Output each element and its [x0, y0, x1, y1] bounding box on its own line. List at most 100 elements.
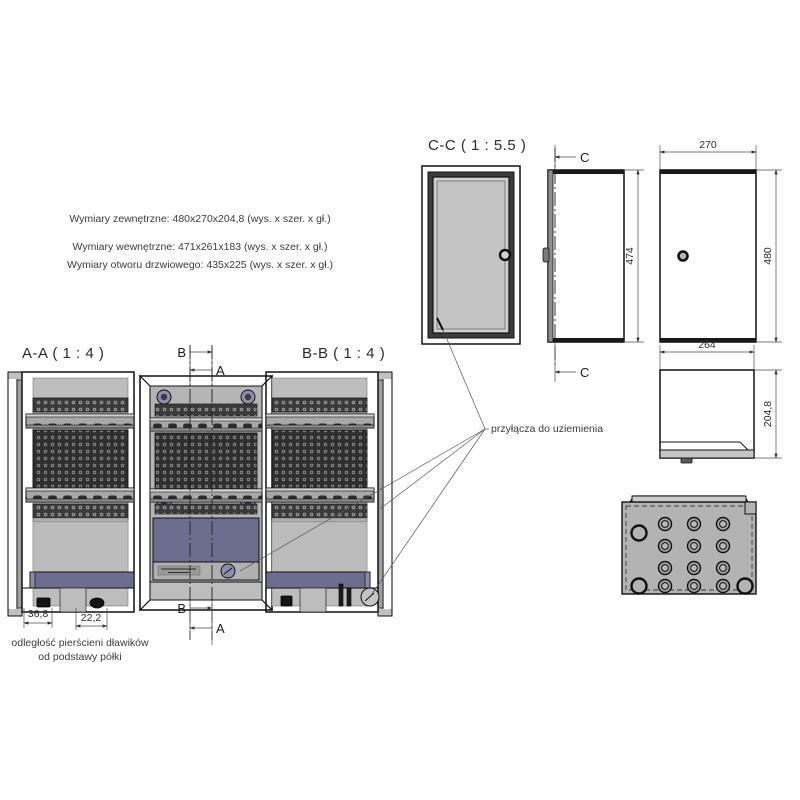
gland-hole — [657, 516, 673, 532]
aa-perforation-lower — [32, 503, 129, 519]
marker-b-top-label: B — [177, 345, 186, 360]
bottom-elevation-step — [660, 441, 754, 451]
bottom-elevation-foot — [680, 457, 693, 464]
aa-din-rail-lower — [25, 487, 135, 503]
aa-gland-ring-2 — [89, 597, 105, 609]
view-front-elevation: 270 480 — [659, 139, 782, 343]
front-shelf-panel — [152, 517, 260, 563]
gland-hole — [686, 516, 702, 532]
side-hinge-tab — [542, 247, 550, 263]
gland-hole — [715, 578, 731, 594]
dim-front-width: 270 — [659, 139, 757, 170]
aa-din-rail-upper — [25, 413, 135, 429]
cc-lock-hole — [498, 248, 512, 262]
bottom-elevation-flange — [659, 449, 755, 459]
section-bb-title: B-B ( 1 : 4 ) — [302, 345, 385, 362]
front-nameplate-strip — [152, 561, 260, 581]
front-perforation-top — [154, 403, 258, 417]
gland-caption-line-1: odległość pierścieni dławików — [11, 637, 149, 649]
front-bevel-bottom — [138, 599, 274, 611]
dim-bottom-depth: 204,8 — [754, 369, 782, 459]
front-din-rail-upper — [149, 417, 263, 432]
cc-earth-tab — [436, 317, 444, 331]
dim-gland-offset-2: 22,2 — [75, 608, 108, 630]
view-bottom-elevation: 264 204,8 — [659, 339, 782, 464]
side-body — [547, 169, 625, 343]
view-side: C C 474 — [542, 145, 644, 382]
gland-hole-large — [736, 577, 754, 595]
marker-b-bottom-label: B — [177, 601, 186, 616]
bb-perforation-upper — [271, 397, 368, 413]
gland-hole — [715, 538, 731, 554]
marker-b-bottom: B — [177, 600, 213, 640]
bb-gland-ring-1 — [280, 595, 293, 607]
specification-notes: Wymiary zewnętrzne: 480x270x204,8 (wys. … — [67, 213, 333, 271]
dim-bottom-width-label: 264 — [698, 339, 716, 351]
aa-mounting-plate — [32, 429, 129, 489]
bb-din-rail-lower — [265, 487, 375, 503]
view-section-aa: A-A ( 1 : 4 ) — [7, 345, 149, 663]
view-section-cc: C-C ( 1 : 5.5 ) — [421, 137, 526, 345]
marker-a-bottom: A — [189, 600, 225, 645]
bb-base-recess — [299, 587, 327, 613]
cc-door-panel — [436, 180, 506, 330]
aa-gland-ring-1 — [36, 597, 51, 608]
front-din-rail-lower — [149, 488, 263, 503]
dim-gland-offset-2-label: 22,2 — [81, 612, 102, 624]
bb-mounting-plate — [271, 429, 368, 489]
gland-hole — [657, 560, 673, 576]
front-elevation-lock — [677, 250, 689, 262]
section-aa-title: A-A ( 1 : 4 ) — [22, 345, 104, 362]
bb-perforation-lower — [271, 503, 368, 519]
gland-hole-large — [630, 577, 648, 595]
bb-shelf — [265, 571, 371, 589]
section-cc-title: C-C ( 1 : 5.5 ) — [428, 137, 526, 154]
front-perforation-bottom — [154, 503, 258, 515]
dim-front-width-label: 270 — [699, 139, 717, 151]
gland-hole-large — [630, 524, 648, 542]
bb-din-rail-upper — [265, 413, 375, 429]
spec-line-internal: Wymiary wewnętrzne: 471x261x183 (wys. x … — [73, 241, 328, 253]
bb-door-leaf — [377, 371, 393, 617]
marker-a-top-label: A — [216, 363, 225, 378]
earth-annotation: przyłącza do uziemienia — [239, 329, 603, 595]
dim-bottom-depth-label: 204,8 — [762, 401, 774, 427]
view-front-interior: B A — [138, 345, 274, 645]
marker-b-top: B — [177, 345, 213, 385]
view-section-bb: B-B ( 1 : 4 ) — [265, 345, 393, 617]
gland-caption-line-2: od podstawy półki — [38, 651, 121, 663]
gland-plate-holes — [630, 516, 754, 595]
marker-a-bottom-label: A — [216, 621, 225, 636]
gland-hole — [715, 516, 731, 532]
dim-front-height-label: 480 — [762, 247, 774, 265]
gland-hole — [686, 578, 702, 594]
aa-door-leaf — [7, 371, 23, 617]
spec-line-door-opening: Wymiary otworu drzwiowego: 435x225 (wys.… — [67, 259, 333, 271]
marker-c-top: C — [554, 145, 589, 180]
bottom-elevation-body — [659, 369, 755, 459]
marker-c-top-label: C — [580, 150, 589, 165]
front-nameplate-label — [157, 565, 201, 576]
aa-perforation-upper — [32, 397, 129, 413]
front-mounting-plate — [154, 432, 258, 490]
dim-bottom-width: 264 — [659, 339, 755, 370]
gland-hole — [686, 538, 702, 554]
view-gland-plate — [621, 495, 757, 595]
earth-annotation-label: przyłącza do uziemienia — [491, 423, 603, 435]
front-elevation-body — [659, 169, 757, 343]
spec-line-external: Wymiary zewnętrzne: 480x270x204,8 (wys. … — [69, 213, 330, 225]
dim-gland-offset-1-label: 36,8 — [28, 608, 49, 620]
dim-front-height: 480 — [756, 169, 782, 343]
dim-side-height-label: 474 — [624, 247, 636, 265]
bb-bracket-2 — [346, 587, 352, 607]
cc-door-outer — [421, 165, 521, 345]
gland-hole — [715, 560, 731, 576]
front-bevel-left — [139, 374, 151, 612]
dim-gland-offset-1: 36,8 — [23, 608, 53, 628]
dim-side-height: 474 — [624, 169, 644, 343]
marker-c-bottom-label: C — [580, 365, 589, 380]
gland-hole — [686, 560, 702, 576]
bb-bracket-1 — [338, 583, 344, 607]
